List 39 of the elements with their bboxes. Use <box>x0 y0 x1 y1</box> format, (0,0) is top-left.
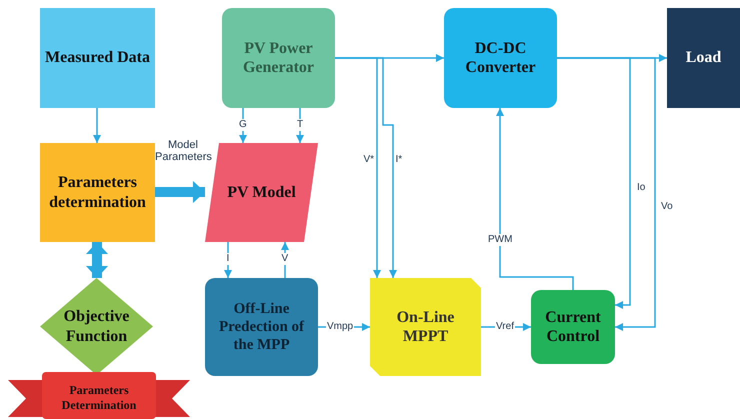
edge-label: PWM <box>487 234 514 246</box>
node-label: PV Model <box>227 182 296 202</box>
node-label: Parameters Determination <box>60 383 138 412</box>
process-box <box>370 278 481 376</box>
generator-box <box>222 8 335 108</box>
node-label: On-Line MPPT <box>396 308 456 346</box>
arrow <box>557 57 656 331</box>
control-box <box>531 290 615 364</box>
thick-arrow <box>86 242 108 278</box>
arrow <box>496 108 574 290</box>
node-label: Measured Data <box>44 48 150 68</box>
edge-label: Vmpp <box>326 321 354 332</box>
thick-arrow <box>155 181 205 203</box>
arrow <box>239 108 247 143</box>
node-label: Current Control <box>544 308 602 346</box>
edge-label: Vo <box>660 201 674 212</box>
arrow <box>281 242 289 278</box>
node-label: Load <box>686 48 722 68</box>
edge-label: G <box>238 119 248 130</box>
edge-label: T <box>296 119 304 130</box>
node-label: Parameters determination <box>48 173 147 212</box>
process-box <box>205 278 318 376</box>
edge-label: Vref <box>495 321 515 332</box>
node-label: DC-DC Converter <box>464 38 537 78</box>
node-label: PV Power Generator <box>242 38 316 78</box>
node-label: Objective Function <box>62 307 130 346</box>
data-box <box>40 8 155 108</box>
load-box <box>667 8 740 108</box>
decision-diamond <box>40 278 153 375</box>
edge-label: V <box>280 253 290 264</box>
edge-label: I <box>226 253 230 264</box>
edge-label: Io <box>636 182 646 194</box>
ribbon-banner <box>8 372 190 419</box>
node-label: Off-Line Predection of the MPP <box>218 300 306 354</box>
process-box <box>40 143 155 242</box>
arrow <box>335 57 397 278</box>
converter-box <box>444 8 557 108</box>
edge-label: Model Parameters <box>154 138 212 164</box>
arrow <box>93 108 101 143</box>
